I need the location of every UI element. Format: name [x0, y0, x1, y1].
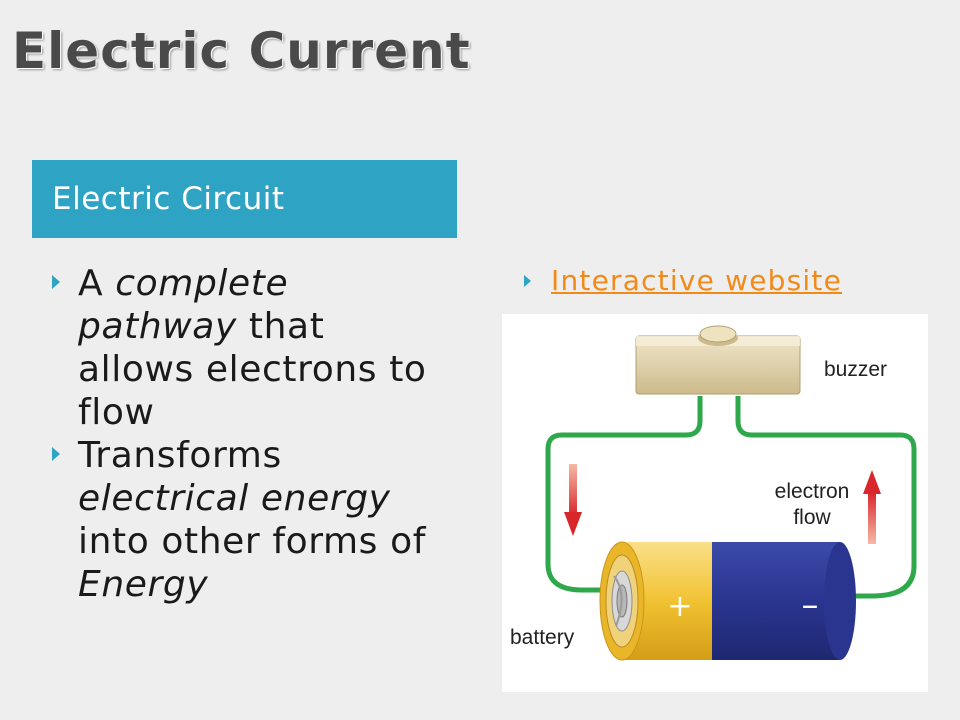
battery-icon: + –	[599, 541, 856, 661]
slide-title: Electric Current	[12, 22, 471, 80]
bullet-text: Transforms	[78, 435, 282, 476]
circuit-diagram: buzzer electron flow + – battery	[502, 314, 928, 692]
battery-minus-sign: –	[802, 585, 819, 625]
electron-flow-label-line1: electron	[775, 480, 850, 503]
bullet-list: A complete pathway that allows electrons…	[46, 262, 436, 606]
battery-plus-sign: +	[667, 589, 692, 624]
link-row: Interactive website	[524, 264, 842, 297]
bullet-arrow-icon	[524, 274, 531, 287]
bullet-emphasis: electrical energy	[78, 478, 391, 519]
bullet-text: into other forms of	[78, 521, 426, 562]
battery-label: battery	[510, 626, 575, 649]
buzzer-icon	[635, 325, 801, 395]
bullet-text: A	[78, 263, 116, 304]
down-arrow-icon	[564, 464, 582, 536]
interactive-website-link[interactable]: Interactive website	[551, 264, 843, 297]
bullet-arrow-icon	[52, 447, 60, 461]
bullet-arrow-icon	[52, 275, 60, 289]
bullet-emphasis: Energy	[78, 564, 209, 605]
bullet-item: A complete pathway that allows electrons…	[46, 262, 436, 434]
section-header: Electric Circuit	[32, 160, 457, 238]
bullet-emphasis: complete pathway	[78, 263, 289, 347]
bullet-item: Transforms electrical energy into other …	[46, 434, 436, 606]
wire	[545, 396, 917, 599]
buzzer-label: buzzer	[824, 358, 887, 381]
section-header-label: Electric Circuit	[52, 181, 285, 217]
bullet-text: that allows electrons to flow	[78, 306, 427, 433]
electron-flow-label-line2: flow	[793, 506, 831, 529]
up-arrow-icon	[863, 470, 881, 544]
